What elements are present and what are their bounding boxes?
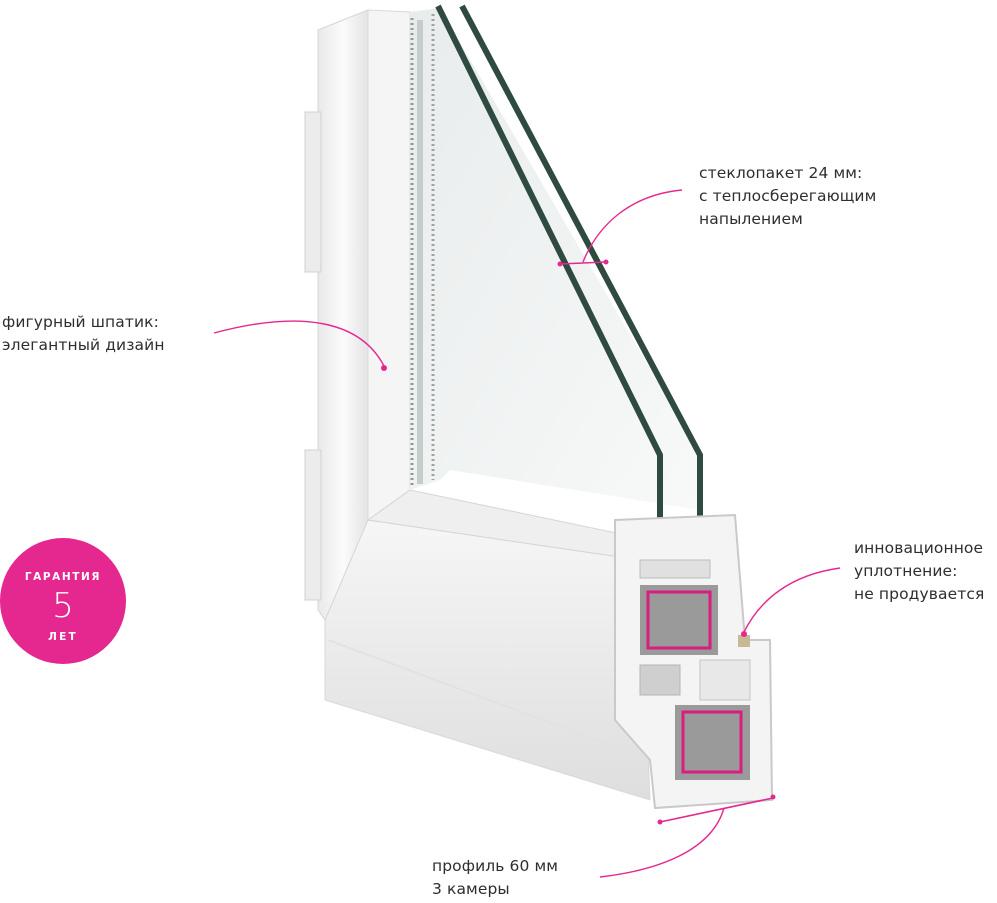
- label-line: не продувается: [854, 585, 985, 603]
- callout-lines: [213, 189, 841, 878]
- label-glass-unit: стеклопакет 24 мм: с теплосберегающим на…: [699, 162, 876, 231]
- label-line: 3 камеры: [432, 880, 510, 898]
- label-line: элегантный дизайн: [2, 336, 165, 354]
- warranty-badge: ГАРАНТИЯ 5 ЛЕТ: [0, 538, 126, 664]
- callout-glass: [582, 189, 683, 263]
- warranty-badge-number: 5: [52, 586, 74, 626]
- label-line: уплотнение:: [854, 562, 958, 580]
- label-glazing-bead: фигурный шпатик: элегантный дизайн: [2, 311, 165, 357]
- label-line: профиль 60 мм: [432, 857, 559, 875]
- label-profile: профиль 60 мм 3 камеры: [432, 855, 558, 901]
- label-line: фигурный шпатик:: [2, 313, 159, 331]
- label-line: инновационное: [854, 539, 984, 557]
- callout-dots: [381, 259, 776, 825]
- label-line: с теплосберегающим: [699, 187, 877, 205]
- window-frame: [304, 9, 651, 801]
- callout-bead: [213, 320, 385, 367]
- label-line: напылением: [699, 210, 803, 228]
- warranty-badge-top: ГАРАНТИЯ: [24, 571, 102, 583]
- profile-cross-section: [614, 513, 774, 810]
- label-seal: инновационное уплотнение: не продувается: [854, 537, 984, 606]
- label-line: стеклопакет 24 мм:: [699, 164, 863, 182]
- glass-unit: [410, 4, 710, 552]
- callout-profile: [599, 807, 725, 878]
- warranty-badge-bottom: ЛЕТ: [48, 631, 78, 643]
- callout-seal: [743, 567, 841, 633]
